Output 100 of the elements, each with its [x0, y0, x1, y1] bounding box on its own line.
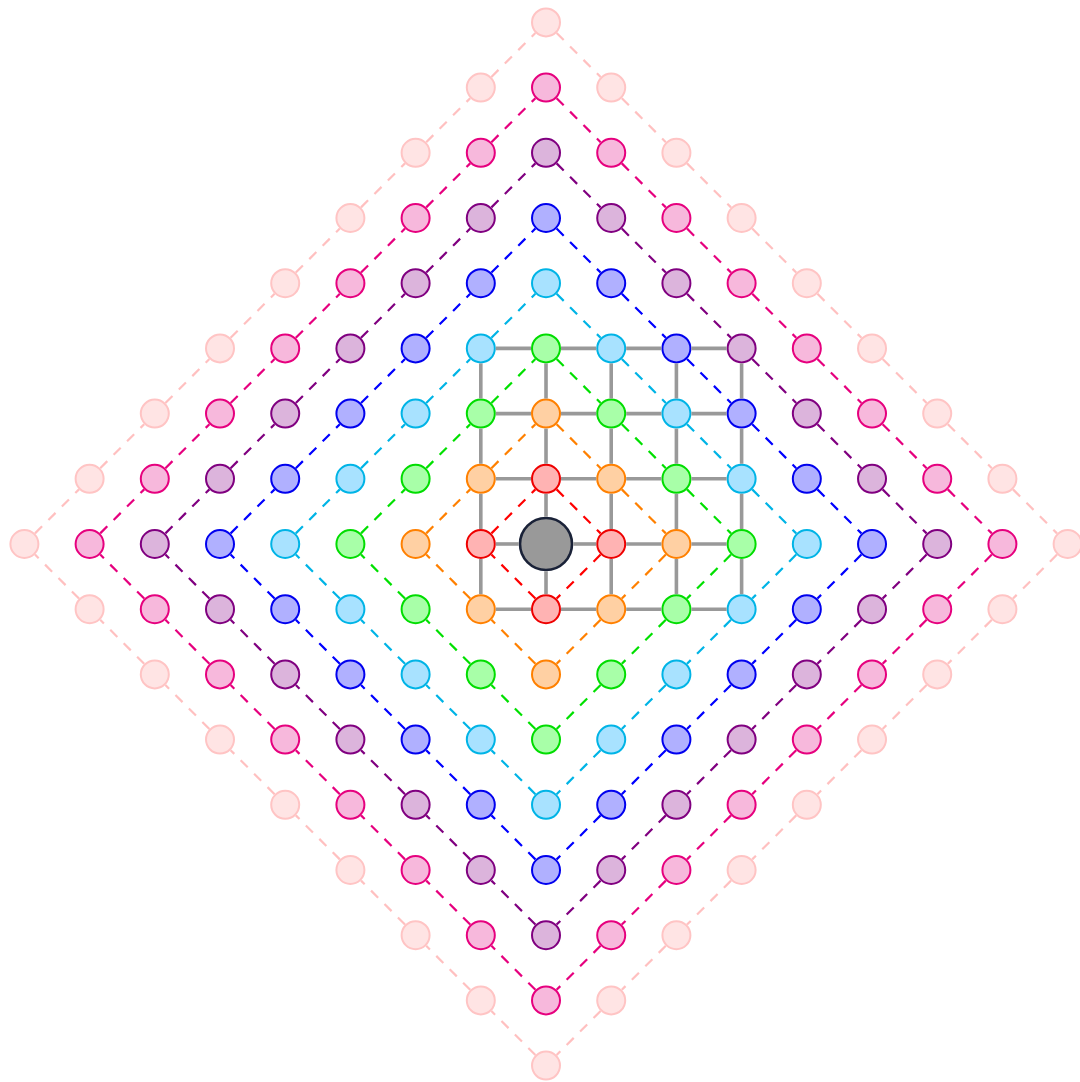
- lattice-point: [205, 333, 235, 364]
- lattice-point: [400, 920, 431, 951]
- dashed-line: [621, 619, 667, 665]
- lattice-point: [139, 398, 170, 429]
- lattice-point: [726, 398, 757, 429]
- dashed-line: [360, 879, 406, 926]
- lattice-point: [465, 398, 496, 429]
- grid-line: [479, 493, 483, 529]
- dashed-line: [490, 749, 537, 795]
- lattice-point: [139, 463, 170, 494]
- dashed-line: [751, 488, 797, 535]
- lattice-point: [465, 529, 496, 559]
- dashed-line: [621, 879, 667, 926]
- lattice-point: [465, 72, 496, 103]
- dashed-line: [555, 423, 602, 469]
- dashed-line: [686, 553, 732, 600]
- dashed-line: [881, 619, 928, 665]
- lattice-point: [335, 463, 366, 494]
- dashed-line: [360, 749, 406, 795]
- dashed-line: [490, 32, 537, 78]
- lattice-point: [400, 594, 431, 625]
- lattice-point: [922, 594, 953, 625]
- lattice-point: [139, 659, 170, 690]
- lattice-point: [335, 659, 366, 690]
- lattice-point: [596, 463, 627, 494]
- lattice-point: [465, 724, 496, 755]
- dashed-line: [881, 358, 928, 404]
- dashed-line: [816, 358, 863, 404]
- lattice-point: [726, 789, 757, 820]
- dashed-line: [947, 488, 993, 535]
- lattice-point: [465, 789, 496, 820]
- dashed-line: [816, 619, 863, 665]
- dashed-line: [1012, 553, 1058, 600]
- dashed-line: [947, 553, 993, 600]
- lattice-point: [531, 789, 561, 820]
- dashed-line: [555, 619, 602, 665]
- lattice-point: [465, 594, 496, 625]
- lattice-point: [596, 855, 627, 885]
- dashed-line: [229, 293, 276, 339]
- dashed-line: [490, 619, 537, 665]
- grid-line: [561, 607, 597, 611]
- lattice-point: [465, 137, 496, 168]
- dashed-line: [816, 553, 863, 600]
- dashed-line: [816, 423, 863, 469]
- dashed-line: [555, 684, 602, 730]
- lattice-point: [139, 594, 170, 625]
- lattice-point: [726, 203, 757, 233]
- lattice-point: [270, 268, 301, 299]
- lattice-point: [205, 529, 235, 559]
- dashed-line: [295, 553, 341, 600]
- dashed-line: [164, 553, 211, 600]
- grid-line: [573, 542, 597, 546]
- center-point: [518, 516, 574, 572]
- dashed-line: [686, 814, 732, 861]
- dashed-line: [751, 227, 797, 274]
- lattice-point: [857, 463, 887, 494]
- lattice-point: [596, 594, 627, 625]
- lattice-point: [531, 463, 561, 494]
- lattice-point: [465, 855, 496, 885]
- lattice-point: [791, 789, 822, 820]
- lattice-point: [335, 398, 366, 429]
- lattice-point: [205, 398, 235, 429]
- dashed-line: [425, 749, 471, 795]
- lattice-point: [596, 398, 627, 429]
- dashed-line: [229, 423, 276, 469]
- dashed-line: [490, 553, 537, 600]
- lattice-point: [661, 724, 692, 755]
- dashed-line: [229, 358, 276, 404]
- lattice-point: [270, 333, 301, 364]
- lattice-point: [335, 268, 366, 299]
- lattice-point: [922, 398, 953, 429]
- dashed-line: [99, 423, 145, 469]
- lattice-point: [531, 1050, 561, 1081]
- dashed-line: [360, 814, 406, 861]
- lattice-point: [400, 529, 431, 559]
- dashed-line: [295, 227, 341, 274]
- dashed-line: [490, 488, 537, 535]
- dashed-line: [164, 619, 211, 665]
- dashed-line: [360, 619, 406, 665]
- lattice-point: [726, 529, 757, 559]
- lattice-point: [726, 724, 757, 755]
- lattice-point: [661, 333, 692, 364]
- lattice-point: [596, 789, 627, 820]
- grid-line: [561, 346, 597, 351]
- lattice-point: [596, 72, 627, 103]
- grid-line: [626, 477, 662, 481]
- lattice-point: [596, 659, 627, 690]
- grid-line: [495, 607, 531, 611]
- dashed-line: [490, 162, 537, 209]
- lattice-point: [922, 529, 953, 559]
- dashed-line: [816, 684, 863, 730]
- dashed-line: [164, 358, 211, 404]
- dashed-line: [425, 293, 471, 339]
- grid-line: [544, 428, 548, 464]
- dashed-line: [751, 423, 797, 469]
- lattice-point: [335, 529, 366, 559]
- lattice-point: [531, 724, 561, 755]
- lattice-point: [531, 920, 561, 951]
- lattice-point: [335, 855, 366, 885]
- lattice-point: [661, 855, 692, 885]
